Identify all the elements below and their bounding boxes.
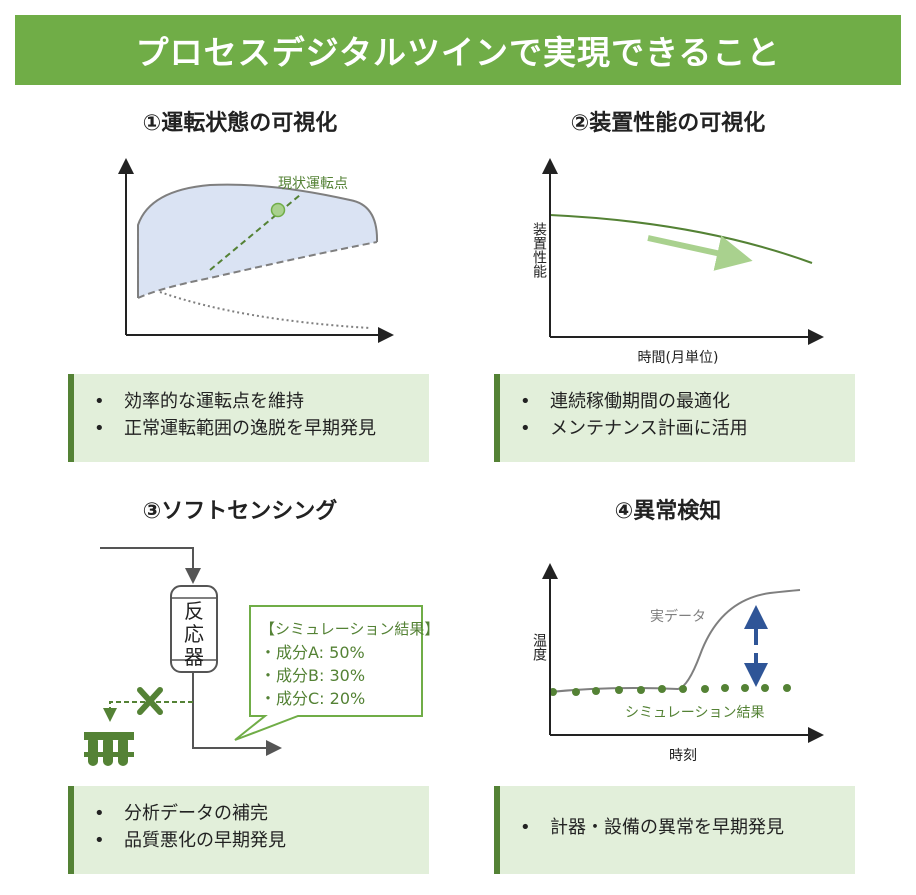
bullet-item: 効率的な運転点を維持 xyxy=(94,388,429,415)
bullet-item: 計器・設備の異常を早期発見 xyxy=(520,814,855,841)
blocked-x-icon xyxy=(137,687,163,715)
simulation-callout xyxy=(234,605,423,741)
reactor-label-1: 反 xyxy=(184,599,204,623)
y-axis-label: 装置性能 xyxy=(531,222,547,279)
simulation-label: シミュレーション結果 xyxy=(625,705,764,721)
operating-region xyxy=(138,184,378,298)
simulation-point xyxy=(615,686,623,694)
callout-title: 【シミュレーション結果】 xyxy=(260,620,439,638)
bullet-item: 連続稼働期間の最適化 xyxy=(520,388,855,415)
bullets-anomaly: 計器・設備の異常を早期発見 xyxy=(494,786,855,874)
bullet-item: 分析データの補完 xyxy=(94,800,429,827)
bullet-item: メンテナンス計画に活用 xyxy=(520,415,855,442)
simulation-point xyxy=(679,685,687,693)
simulation-point xyxy=(572,688,580,696)
operation-state-diagram: 現状運転点 xyxy=(118,158,394,343)
outlet-line xyxy=(192,672,282,756)
simulation-point xyxy=(761,684,769,692)
bullets-softsensing: 分析データの補完 品質悪化の早期発見 xyxy=(68,786,429,874)
bullet-item: 品質悪化の早期発見 xyxy=(94,827,429,854)
simulation-point xyxy=(741,684,749,692)
section-title-operation: ①運転状態の可視化 xyxy=(142,111,338,136)
anomaly-detection-diagram: 実データ シミュレーション結果 温度 時刻 xyxy=(531,563,824,764)
section-title-softsensing: ③ソフトセンシング xyxy=(142,499,338,524)
equipment-performance-diagram: 装置性能 時間(月単位) xyxy=(531,158,824,366)
feed-line xyxy=(100,547,201,584)
soft-sensing-diagram: 反 応 器 【シミュレーション結果】 ・成分A: 50% ・成分B: 30% ・… xyxy=(84,547,439,766)
section-title-anomaly: ④異常検知 xyxy=(614,499,722,524)
actual-data-curve xyxy=(549,589,801,693)
current-point-label: 現状運転点 xyxy=(278,176,348,192)
callout-item-c: ・成分C: 20% xyxy=(260,689,365,708)
page-title: プロセスデジタルツインで実現できること xyxy=(135,33,781,72)
sample-line xyxy=(103,701,193,722)
simulation-point xyxy=(592,687,600,695)
y-axis-label: 温度 xyxy=(531,633,547,661)
lower-boundary xyxy=(137,241,378,299)
performance-curve xyxy=(549,214,813,264)
simulation-point xyxy=(783,684,791,692)
actual-data-label: 実データ xyxy=(650,608,706,625)
reactor-label-2: 応 xyxy=(184,622,204,646)
bullets-operation: 効率的な運転点を維持 正常運転範囲の逸脱を早期発見 xyxy=(68,374,429,462)
simulation-point xyxy=(658,685,666,693)
callout-item-b: ・成分B: 30% xyxy=(260,666,365,685)
trend-arrow xyxy=(647,235,753,271)
reactor-label-3: 器 xyxy=(184,645,204,669)
x-axis-label: 時間(月単位) xyxy=(638,350,719,366)
upper-boundary xyxy=(137,183,379,298)
bullets-equipment: 連続稼働期間の最適化 メンテナンス計画に活用 xyxy=(494,374,855,462)
test-tubes-icon xyxy=(84,732,134,766)
header-banner: プロセスデジタルツインで実現できること xyxy=(15,15,901,85)
current-operating-point xyxy=(270,202,286,218)
x-axis-label: 時刻 xyxy=(669,748,697,764)
section-title-equipment: ②装置性能の可視化 xyxy=(570,111,766,136)
callout-item-a: ・成分A: 50% xyxy=(260,643,365,662)
simulation-point xyxy=(637,686,645,694)
bullet-item: 正常運転範囲の逸脱を早期発見 xyxy=(94,415,429,442)
simulation-point xyxy=(701,685,709,693)
dotted-curve xyxy=(159,291,371,329)
simulation-point xyxy=(721,684,729,692)
